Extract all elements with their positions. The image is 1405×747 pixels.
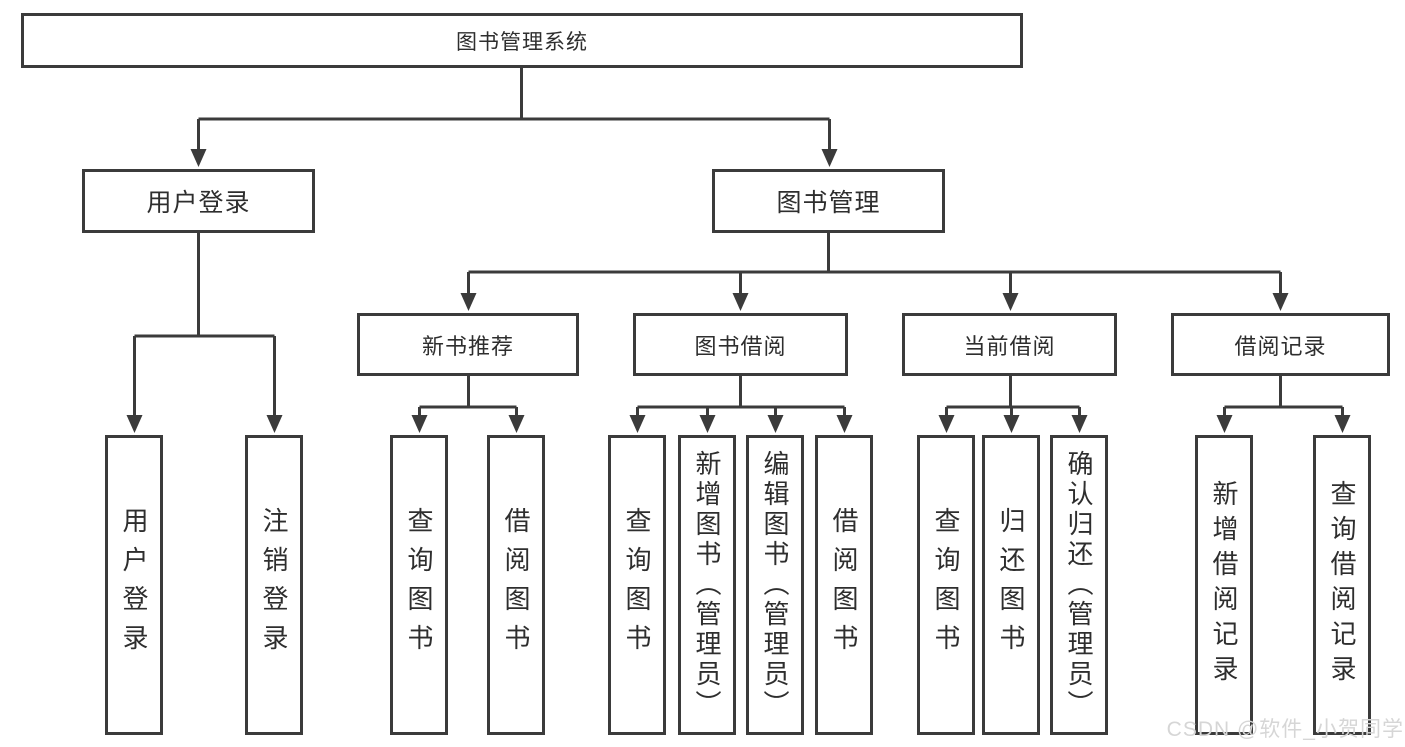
node-new-book-recommend: 新书推荐 (357, 313, 579, 376)
connector-root (190, 68, 838, 167)
node-label: 新书推荐 (421, 333, 514, 359)
arrow-down-icon (732, 293, 749, 311)
leaf-query-books-current: 查询图书 (917, 435, 975, 735)
leaf-edit-books-admin: 编辑图书（管理员） (746, 435, 804, 735)
node-root: 图书管理系统 (21, 13, 1023, 68)
leaf-label: 归还图书 (996, 507, 1026, 663)
leaf-borrow-books-recommend: 借阅图书 (487, 435, 545, 735)
leaf-add-books-admin: 新增图书（管理员） (678, 435, 736, 735)
arrow-down-icon (821, 149, 838, 167)
node-current-borrow: 当前借阅 (902, 313, 1117, 376)
arrow-down-icon (1272, 293, 1289, 311)
node-label: 用户登录 (146, 189, 251, 217)
leaf-borrow-books: 借阅图书 (815, 435, 873, 735)
leaf-label: 新增借阅记录 (1209, 480, 1239, 690)
watermark: CSDN @软件_小贺同学 (1166, 718, 1404, 741)
arrow-down-icon (938, 415, 955, 433)
arrow-down-icon (460, 293, 477, 311)
arrow-down-icon (411, 415, 428, 433)
leaf-query-borrow-record: 查询借阅记录 (1313, 435, 1371, 735)
node-label: 图书管理 (776, 189, 881, 217)
arrow-down-icon (1334, 415, 1351, 433)
leaf-return-books: 归还图书 (982, 435, 1040, 735)
leaf-label: 新增图书（管理员） (692, 450, 722, 720)
node-label: 图书管理系统 (456, 30, 588, 54)
leaf-query-books-borrow: 查询图书 (608, 435, 666, 735)
connector-borrow-records (1216, 376, 1351, 433)
arrow-down-icon (266, 415, 283, 433)
leaf-label: 查询图书 (931, 507, 961, 663)
connector-new-book-recommend (411, 376, 525, 433)
leaf-query-books-recommend: 查询图书 (390, 435, 448, 735)
arrow-down-icon (1002, 293, 1019, 311)
node-book-management: 图书管理 (712, 169, 945, 233)
leaf-confirm-return-admin: 确认归还（管理员） (1050, 435, 1108, 735)
arrow-down-icon (1216, 415, 1233, 433)
connector-user-login (126, 233, 283, 433)
leaf-label: 查询借阅记录 (1327, 480, 1357, 690)
arrow-down-icon (836, 415, 853, 433)
leaf-add-borrow-record: 新增借阅记录 (1195, 435, 1253, 735)
leaf-user-login: 用户登录 (105, 435, 163, 735)
leaf-label: 确认归还（管理员） (1064, 450, 1094, 720)
arrow-down-icon (190, 149, 207, 167)
connector-current-borrow (938, 376, 1088, 433)
node-book-borrow: 图书借阅 (633, 313, 848, 376)
node-label: 借阅记录 (1234, 333, 1327, 359)
leaf-label: 查询图书 (622, 507, 652, 663)
node-borrow-records: 借阅记录 (1171, 313, 1390, 376)
connector-book-management (460, 232, 1289, 311)
leaf-label: 借阅图书 (501, 507, 531, 663)
leaf-label: 借阅图书 (829, 507, 859, 663)
arrow-down-icon (508, 415, 525, 433)
node-user-login: 用户登录 (82, 169, 315, 233)
connector-book-borrow (629, 376, 853, 433)
node-label: 图书借阅 (694, 333, 787, 359)
node-label: 当前借阅 (963, 333, 1056, 359)
leaf-label: 用户登录 (119, 507, 149, 663)
leaf-label: 查询图书 (404, 507, 434, 663)
leaf-label: 注销登录 (259, 507, 289, 663)
arrow-down-icon (126, 415, 143, 433)
arrow-down-icon (1071, 415, 1088, 433)
leaf-label: 编辑图书（管理员） (760, 450, 790, 720)
arrow-down-icon (629, 415, 646, 433)
arrow-down-icon (1003, 415, 1020, 433)
arrow-down-icon (699, 415, 716, 433)
arrow-down-icon (767, 415, 784, 433)
leaf-logout: 注销登录 (245, 435, 303, 735)
